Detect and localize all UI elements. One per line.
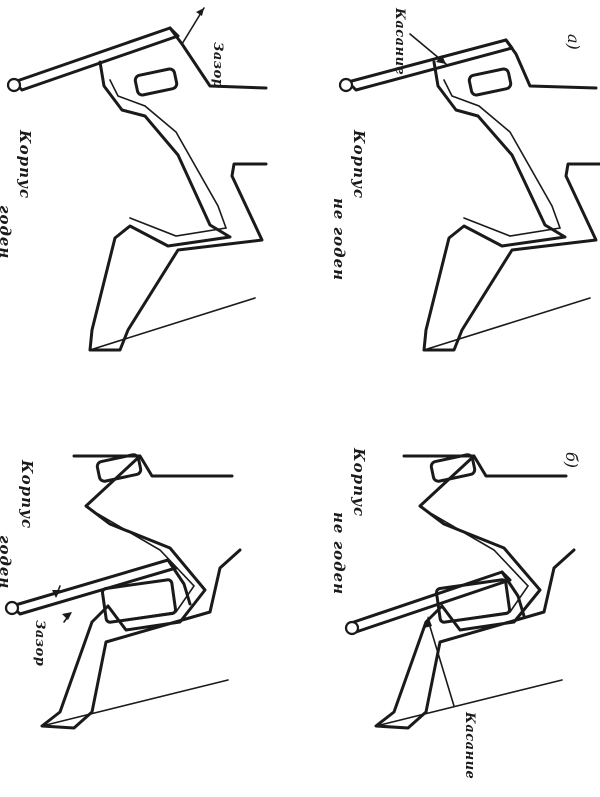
housing-inner-outline (109, 79, 228, 237)
housing-inner-outline (443, 79, 562, 237)
caption-line1: Корпус (350, 129, 368, 199)
gap-arrow-lower-head (62, 612, 72, 620)
gap-callout: Зазор (32, 620, 47, 666)
gauge-lever-tip (166, 558, 192, 606)
caption-line2: не годен (330, 512, 348, 595)
housing-base-line (423, 297, 591, 351)
gauge-lever-tip (500, 570, 526, 618)
caption: Корпус (18, 459, 36, 529)
panel-letter-b: б) (562, 452, 581, 468)
window-slot (133, 67, 179, 97)
housing-outline (422, 60, 600, 352)
contact-arrow-head (424, 616, 432, 628)
contact-label: Касание (462, 711, 477, 779)
lower-window (100, 578, 178, 624)
contact-callout: Касание (462, 711, 477, 779)
contact-label: Касание (392, 7, 407, 75)
caption: Корпус (16, 129, 34, 199)
caption-second-line: не годен (330, 198, 348, 281)
contact-arrow-head (436, 55, 446, 64)
pivot-hinge (4, 600, 20, 616)
housing-base-line (375, 679, 563, 727)
gauge-lever (12, 26, 180, 92)
gauge-lever-tip (168, 26, 268, 90)
gap-label: Зазор (32, 620, 47, 666)
gauge-lever (10, 558, 178, 616)
pivot-hinge (6, 77, 22, 93)
caption-second-line: не годен (330, 512, 348, 595)
housing-outline (88, 60, 268, 352)
contact-arrow (427, 619, 455, 707)
gap-label: Зазор (210, 42, 225, 88)
pivot-hinge (344, 620, 360, 636)
panel-letter: а) (564, 34, 583, 50)
gap-arrow-head (196, 8, 204, 16)
gap-callout: Зазор (210, 42, 225, 88)
window-slot (95, 453, 143, 483)
window-slot (429, 453, 477, 483)
caption-line1: Корпус (16, 129, 34, 199)
caption-line2: годен (0, 205, 14, 259)
caption-second-line: годен (0, 205, 14, 259)
caption-second-line: годен (0, 535, 14, 589)
caption: Корпус (350, 447, 368, 517)
housing-base-line (89, 297, 256, 351)
panel-top-left: Зазор Корпус годен (0, 7, 268, 352)
housing-base-line (41, 679, 229, 727)
contact-callout: Касание (392, 7, 407, 75)
panel-top-right: Касание а) Корпус не годен (330, 7, 600, 352)
window-slot (467, 67, 513, 97)
caption-line2: годен (0, 535, 14, 589)
panel-bottom-right: Касание б) Корпус не годен (330, 447, 581, 779)
caption: Корпус (350, 129, 368, 199)
gauge-lever-tip (504, 38, 598, 90)
caption-line1: Корпус (18, 459, 36, 529)
panel-letter: б) (562, 452, 581, 468)
gap-arrow-upper-head (52, 590, 60, 598)
pivot-hinge (338, 77, 354, 93)
caption-line1: Корпус (350, 447, 368, 517)
caption-line2: не годен (330, 198, 348, 281)
housing-inner-outline (431, 513, 530, 621)
housing-outline (40, 454, 242, 730)
gauge-lever (346, 38, 514, 92)
panel-bottom-left: Зазор Корпус годен (0, 453, 242, 730)
panel-letter-a: а) (564, 34, 583, 50)
